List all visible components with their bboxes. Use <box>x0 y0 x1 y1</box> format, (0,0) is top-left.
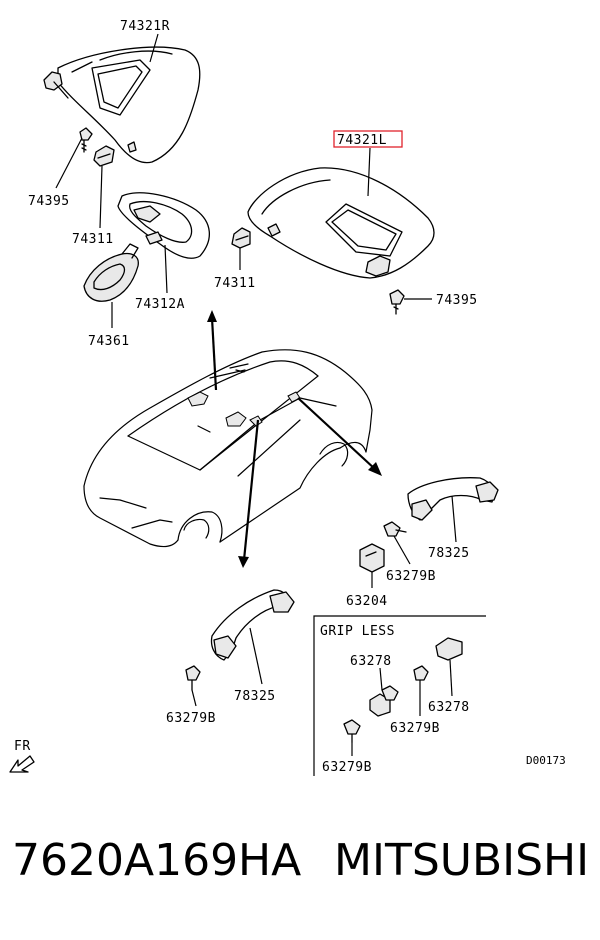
cap-63278-left <box>369 693 391 717</box>
leader-clip-74311-left <box>99 165 103 229</box>
grip-78325-right <box>407 477 499 521</box>
leader-visor-right <box>149 33 159 63</box>
leader-bolt-63279b-right <box>393 535 411 565</box>
label-bolt-63279b-right: 63279B <box>386 569 436 584</box>
label-visor-right: 74321R <box>120 19 170 34</box>
label-cap-63278-left: 63278 <box>350 654 392 669</box>
arrow-to-grip-rear <box>297 397 377 471</box>
label-screw-74395-right: 74395 <box>436 293 478 308</box>
leader-bolt-63279b-front <box>191 689 197 707</box>
leader-grip-78325-right <box>451 495 457 543</box>
label-cap-63278-right: 63278 <box>428 700 470 715</box>
label-clip-74311-center: 74311 <box>214 276 256 291</box>
cap-63204 <box>359 543 385 573</box>
label-clip-74311-left: 74311 <box>72 232 114 247</box>
label-bolt-63279b-front: 63279B <box>166 711 216 726</box>
front-direction-marker: FR <box>9 739 35 773</box>
screw-74395-left <box>79 127 93 153</box>
mirror-74312a <box>117 192 210 259</box>
leader-visor-left <box>367 147 371 197</box>
front-arrow-icon <box>9 755 35 773</box>
label-grip-78325-right: 78325 <box>428 546 470 561</box>
grip-78325-front <box>210 589 295 661</box>
leader-screw-74395-left <box>55 137 83 189</box>
grip-less-title: GRIP LESS <box>320 624 395 639</box>
clip-74311-center <box>231 227 251 249</box>
cover-74361 <box>83 243 139 302</box>
diagram-code: D00173 <box>526 754 566 767</box>
arrow-to-grip-front <box>242 419 260 561</box>
screw-74395-right <box>389 289 405 315</box>
leader-grip-78325-front <box>249 627 263 685</box>
label-cap-63204: 63204 <box>346 594 388 609</box>
label-bolt-63279b-box-lower: 63279B <box>322 760 372 775</box>
leader-mirror-74312a <box>164 244 168 294</box>
arrow-to-mirror <box>210 317 218 391</box>
grip-less-box: GRIP LESS 63278 63278 63279B 63279B <box>313 615 486 776</box>
label-screw-74395-left: 74395 <box>28 194 70 209</box>
bolt-63279b-right <box>383 521 407 537</box>
clip-74311-left <box>93 145 115 167</box>
bolt-63279b-front <box>185 665 201 691</box>
sun-visor-left <box>247 167 435 279</box>
parts-diagram: 74321R 74395 74311 74312A 74361 74321L <box>9 19 566 776</box>
label-visor-left: 74321L <box>337 133 387 148</box>
label-bolt-63279b-box-middle: 63279B <box>390 721 440 736</box>
label-mirror-74312a: 74312A <box>135 297 185 312</box>
label-grip-78325-front: 78325 <box>234 689 276 704</box>
cap-63278-right <box>435 637 463 661</box>
highlight-box-visor-left <box>333 130 403 148</box>
car-outline <box>83 349 373 548</box>
arrows <box>207 310 382 568</box>
front-label: FR <box>14 739 31 754</box>
brand-name: MITSUBISHI <box>334 835 590 886</box>
bolt-63279b-box-lower <box>343 719 361 735</box>
sun-visor-right <box>43 46 201 164</box>
part-number: 7620A169HA <box>12 835 302 886</box>
label-cover-74361: 74361 <box>88 334 130 349</box>
